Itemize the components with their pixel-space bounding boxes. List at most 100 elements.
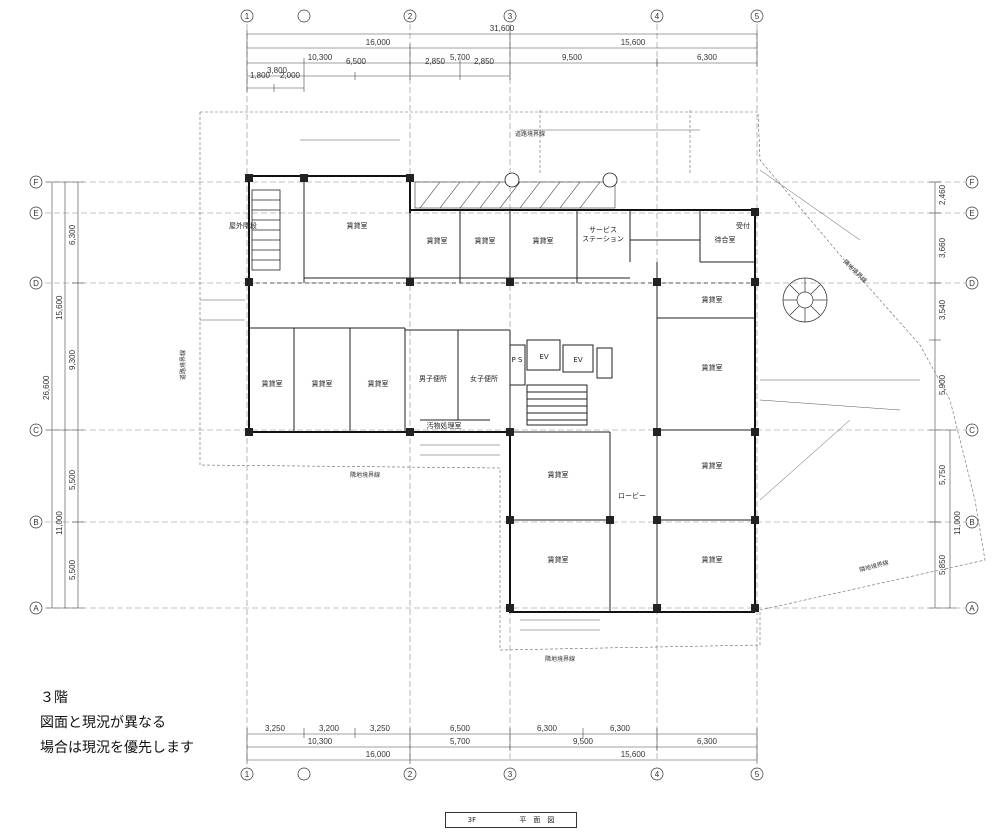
room-service: サービス — [589, 225, 617, 234]
room-labels: 賃貸室 賃貸室 賃貸室 賃貸室 サービス ステーション 待合室 受付 賃貸室 賃… — [229, 221, 750, 564]
interior-walls — [249, 176, 755, 612]
dim-right-p2: 3,660 — [938, 237, 947, 258]
room-right-3: 賃貸室 — [702, 461, 723, 470]
room-toilet-m: 男子便所 — [419, 374, 447, 383]
right-dimensions — [929, 181, 956, 609]
room-center-1: 賃貸室 — [548, 470, 569, 479]
left-dimensions — [46, 181, 84, 609]
dim-left-lower: 11,000 — [55, 511, 64, 535]
room-left-3: 賃貸室 — [368, 379, 389, 388]
dim-bot-1: 3,250 — [265, 724, 286, 733]
axis-row-E: E — [33, 209, 38, 218]
room-toilet-f: 女子便所 — [470, 374, 498, 383]
label-site-east: 隣地境界線 — [842, 258, 869, 285]
building-walls — [248, 175, 756, 613]
annotation-scribbles — [200, 129, 920, 631]
axis-col-4: 4 — [655, 12, 660, 21]
room-ps: P S — [512, 356, 523, 364]
axis-row-A-right: A — [969, 604, 975, 613]
room-left-1: 賃貸室 — [262, 379, 283, 388]
dim-right-total: 11,000 — [953, 511, 962, 535]
note-line2: 場合は現況を優先します — [40, 740, 194, 756]
dim-left-p3: 5,500 — [68, 469, 77, 490]
dim-left-p2: 9,300 — [68, 349, 77, 370]
dim-bot-3: 3,250 — [370, 724, 391, 733]
room-stair-out: 屋外階段 — [229, 221, 257, 230]
row-axis-left: F E D C B A — [29, 175, 43, 615]
dim-row4-3: 2,850 — [425, 57, 446, 66]
dim-row3-1: 10,300 — [308, 53, 333, 62]
right-dimension-text: 2,460 3,660 3,540 5,900 5,750 5,850 11,0… — [938, 184, 962, 575]
dim-row5-1: 1,800 — [250, 71, 271, 80]
dim-bot2-3: 9,500 — [573, 737, 594, 746]
label-road-boundary: 道路境界線 — [515, 130, 545, 138]
dim-bot3-1: 16,000 — [366, 750, 391, 759]
column-axis-top: 1 2 3 4 5 — [240, 9, 764, 23]
axis-row-F-right: F — [970, 178, 975, 187]
title-name: 平 面 図 — [519, 816, 555, 824]
dim-right-p6: 5,850 — [938, 554, 947, 575]
dim-right-p4: 5,900 — [938, 374, 947, 395]
left-dimension-text: 26,600 15,600 11,000 6,300 9,300 5,500 5… — [42, 224, 77, 580]
structural-columns — [245, 174, 759, 612]
axis-row-A: A — [33, 604, 39, 613]
dim-bot-4: 6,500 — [450, 724, 471, 733]
room-ev1: EV — [539, 353, 548, 361]
axis-col-1-bottom: 1 — [245, 770, 250, 779]
axis-row-E-right: E — [969, 209, 974, 218]
room-right-2: 賃貸室 — [702, 363, 723, 372]
axis-row-D: D — [33, 279, 39, 288]
label-site-south: 隣地境界線 — [350, 471, 380, 479]
outdoor-stair — [251, 189, 281, 271]
room-lobby: ロービー — [618, 491, 646, 500]
spiral-stair-icon — [782, 277, 828, 323]
room-right-1: 賃貸室 — [702, 295, 723, 304]
room-top-left: 賃貸室 — [347, 221, 368, 230]
top-balcony-circles — [504, 172, 618, 188]
room-waste: 汚物処理室 — [427, 421, 462, 430]
axis-row-F: F — [34, 178, 39, 187]
note-line1: 図面と現況が異なる — [40, 715, 166, 731]
axis-col-5-bottom: 5 — [755, 770, 760, 779]
bottom-dimensions — [246, 728, 758, 764]
dim-left-p1: 6,300 — [68, 224, 77, 245]
axis-row-B: B — [33, 518, 38, 527]
label-site-west: 道路境界線 — [179, 350, 187, 380]
notes-block: ３階 図面と現況が異なる 場合は現況を優先します — [40, 686, 194, 761]
axis-col-3-bottom: 3 — [508, 770, 513, 779]
axis-row-B-right: B — [969, 518, 974, 527]
axis-col-4-bottom: 4 — [655, 770, 660, 779]
grid-lines — [45, 24, 965, 762]
room-top-mid3: 賃貸室 — [533, 236, 554, 245]
axis-col-3: 3 — [508, 12, 513, 21]
label-site-se: 隣地境界線 — [858, 558, 889, 573]
dim-bot-6: 6,300 — [610, 724, 631, 733]
dim-row3-2: 5,700 — [450, 53, 471, 62]
dim-left-p4: 5,500 — [68, 559, 77, 580]
dim-bot2-1: 10,300 — [308, 737, 333, 746]
dim-row3-3: 9,500 — [562, 53, 583, 62]
axis-col-2-bottom: 2 — [408, 770, 413, 779]
dim-row3-4: 6,300 — [697, 53, 718, 62]
room-ev2: EV — [573, 356, 582, 364]
axis-row-C: C — [33, 426, 39, 435]
dim-row4-1: 3,800 — [267, 66, 288, 75]
dim-bot2-2: 5,700 — [450, 737, 471, 746]
dim-top-right: 15,600 — [621, 38, 646, 47]
note-floor: ３階 — [40, 690, 68, 706]
room-right-4: 賃貸室 — [702, 555, 723, 564]
dim-row4-2: 6,500 — [346, 57, 367, 66]
dim-row4-4: 2,850 — [474, 57, 495, 66]
row-axis-right: F E D C B A — [965, 175, 979, 615]
dim-left-overall: 26,600 — [42, 375, 51, 400]
dim-right-p3: 3,540 — [938, 299, 947, 320]
room-left-2: 賃貸室 — [312, 379, 333, 388]
room-wait: 待合室 — [715, 235, 736, 244]
site-boundary — [199, 110, 986, 651]
dim-overall: 31,600 — [490, 24, 515, 33]
title-floor: 3F — [467, 816, 477, 824]
bottom-dimension-text: 3,250 3,200 3,250 6,500 6,300 6,300 10,3… — [265, 724, 718, 759]
top-dimension-text: 31,600 16,000 15,600 10,300 5,700 9,500 … — [250, 24, 718, 80]
room-service2: ステーション — [582, 235, 624, 243]
axis-col-5: 5 — [755, 12, 760, 21]
